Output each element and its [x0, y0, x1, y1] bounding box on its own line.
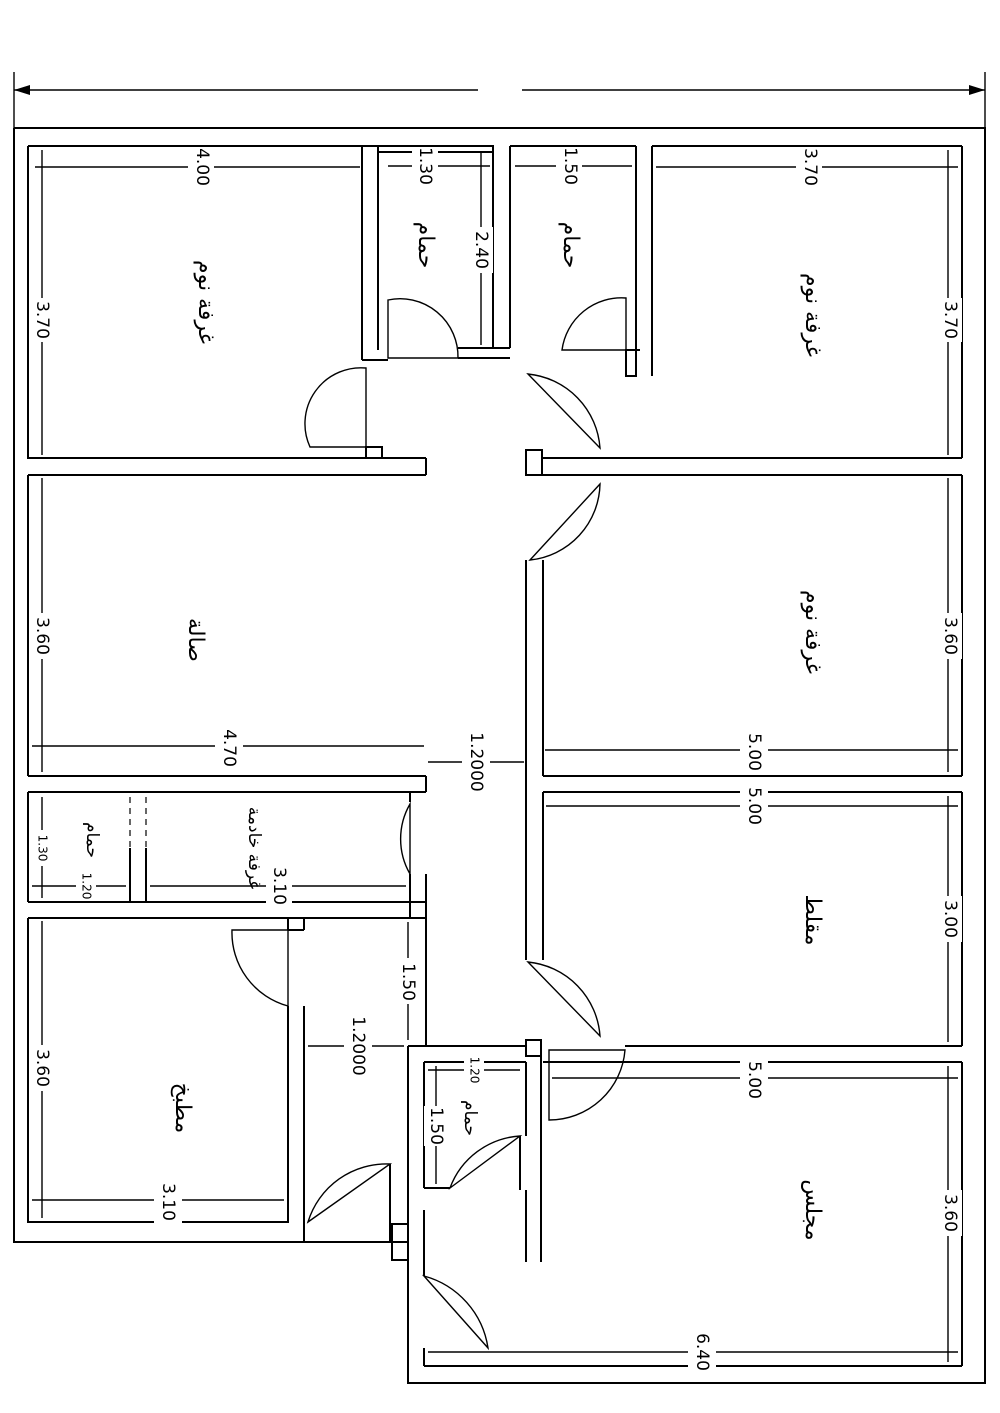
- dim-bath-depth: 2.40: [471, 231, 491, 269]
- dim-guest-bath-depth: 1.20: [468, 1057, 482, 1084]
- label-hall: صالة: [183, 618, 208, 662]
- dim-kitchen-width: 3.10: [158, 1183, 178, 1221]
- dim-maid-bath-depth: 1.30: [36, 835, 50, 862]
- label-bedroom-tr: غرفة نوم: [800, 273, 825, 357]
- dim-dining-depth: 3.00: [940, 900, 960, 938]
- dim-bedroom-tr-width: 3.70: [800, 148, 820, 186]
- dining: 5.00 3.00 مقلط: [526, 784, 963, 1063]
- maid-area: 1.30 1.20 3.10 حمام غرفة خادمة: [28, 792, 427, 919]
- dim-majlis-width: 5.00: [744, 1061, 764, 1099]
- label-bath-1: حمام: [413, 222, 438, 269]
- dim-dining-width: 5.00: [744, 787, 764, 825]
- dim-hall-depth: 3.60: [32, 617, 52, 655]
- dim-guest-bath-width: 1.50: [426, 1107, 446, 1145]
- overall-dimension: [13, 70, 986, 128]
- bathroom-2: 1.50 حمام: [509, 145, 640, 377]
- bedroom-top-right: 3.70 3.70 غرفة نوم: [525, 145, 963, 476]
- label-guest-bath: حمام: [460, 1100, 480, 1136]
- label-bath-2: حمام: [558, 222, 583, 269]
- dim-bath-2-width: 1.50: [560, 147, 580, 185]
- dim-bath-1-width: 1.30: [415, 147, 435, 185]
- bedroom-right: 3.60 5.00 غرفة نوم: [543, 475, 963, 793]
- hall: 3.60 4.70 صالة: [28, 478, 427, 793]
- dim-corridor-width: 1.2000: [466, 732, 486, 791]
- dim-bedroom-tl-depth: 3.70: [32, 301, 52, 339]
- guest-bath: 1.50 1.20 حمام: [423, 1039, 542, 1262]
- dim-kitchen-corridor: 1.50: [398, 963, 418, 1001]
- label-bedroom-tl: غرفة نوم: [193, 260, 218, 344]
- dim-bedroom-tr-depth: 3.70: [940, 301, 960, 339]
- dim-maid-bath-width: 1.20: [80, 873, 94, 900]
- dim-bedroom-tl-width: 4.00: [192, 148, 212, 186]
- dim-bedroom-r-depth: 3.60: [940, 617, 960, 655]
- bathroom-1: 1.30 2.40 حمام: [377, 145, 510, 359]
- label-maid-bath: حمام: [82, 822, 102, 858]
- dim-hall-width: 4.70: [219, 729, 239, 767]
- majlis: 5.00 3.60 6.40 مجلس: [391, 1049, 963, 1374]
- label-dining: مقلط: [800, 894, 825, 945]
- dim-kitchen-depth: 3.60: [32, 1049, 52, 1087]
- dim-bedroom-r-width: 5.00: [744, 733, 764, 771]
- label-maid-room: غرفة خادمة: [244, 807, 264, 890]
- label-bedroom-r: غرفة نوم: [800, 590, 825, 674]
- label-kitchen: مطبخ: [170, 1083, 195, 1134]
- dim-majlis-depth: 3.60: [940, 1194, 960, 1232]
- bedroom-top-left: 4.00 3.70 غرفة نوم: [28, 145, 427, 476]
- dim-maid-room-width: 3.10: [269, 867, 289, 905]
- dim-kitchen-gap: 1.2000: [348, 1016, 368, 1075]
- kitchen: 3.60 3.10 1.50 1.2000 مطبخ: [30, 918, 526, 1242]
- dim-majlis-length: 6.40: [692, 1333, 712, 1371]
- corridor: 1.2000: [428, 482, 601, 960]
- label-majlis: مجلس: [800, 1179, 825, 1240]
